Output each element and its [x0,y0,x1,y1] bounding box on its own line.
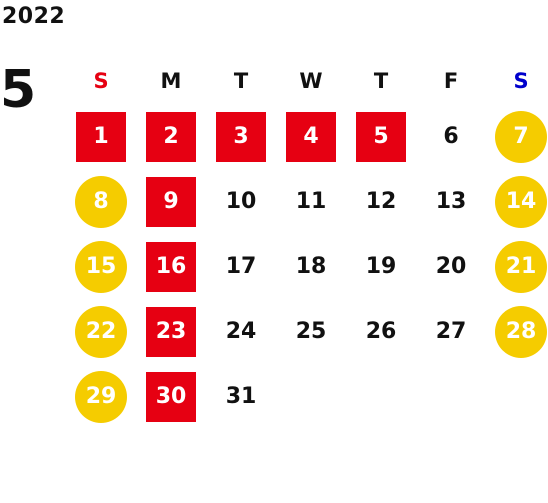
day-number: 17 [225,254,257,279]
day-number: 23 [155,319,187,344]
day-number: 18 [295,254,327,279]
day-number: 5 [373,124,389,149]
day-number: 28 [505,319,537,344]
day-number: 20 [435,254,467,279]
day-number: 7 [513,124,529,149]
day-cell[interactable]: 4 [276,104,346,169]
day-cell[interactable]: 26 [346,299,416,364]
day-cell[interactable]: 12 [346,169,416,234]
day-cell[interactable]: 20 [416,234,486,299]
day-number: 26 [365,319,397,344]
day-cell[interactable]: 2 [136,104,206,169]
day-cell[interactable]: 1 [66,104,136,169]
day-number: 14 [505,189,537,214]
day-cell[interactable]: 21 [486,234,548,299]
day-cell[interactable]: 29 [66,364,136,429]
day-cell[interactable]: 25 [276,299,346,364]
day-number: 8 [93,189,109,214]
day-number: 21 [505,254,537,279]
day-number: 15 [85,254,117,279]
day-number: 24 [225,319,257,344]
day-number: 30 [155,384,187,409]
weekday-header: T [373,69,389,93]
day-cell[interactable]: 10 [206,169,276,234]
day-cell[interactable]: 8 [66,169,136,234]
day-number: 2 [163,124,179,149]
day-cell[interactable]: 31 [206,364,276,429]
weekday-header: S [513,69,529,93]
day-number: 16 [155,254,187,279]
day-cell[interactable]: 22 [66,299,136,364]
day-number: 11 [295,189,327,214]
calendar-year: 2022 [2,4,66,29]
day-cell[interactable]: 16 [136,234,206,299]
weekday-header: W [299,69,323,93]
day-number: 10 [225,189,257,214]
day-cell[interactable]: 17 [206,234,276,299]
day-number: 1 [93,124,109,149]
day-cell[interactable]: 28 [486,299,548,364]
weekday-header: T [233,69,249,93]
day-number: 9 [163,189,179,214]
day-cell[interactable]: 3 [206,104,276,169]
day-cell[interactable]: 18 [276,234,346,299]
day-number: 13 [435,189,467,214]
day-number: 22 [85,319,117,344]
weekday-header: S [93,69,109,93]
day-cell[interactable]: 7 [486,104,548,169]
weekday-header: F [443,69,459,93]
day-cell[interactable]: 5 [346,104,416,169]
day-cell[interactable]: 11 [276,169,346,234]
day-cell[interactable]: 6 [416,104,486,169]
day-cell[interactable]: 27 [416,299,486,364]
calendar-month: 5 [0,60,37,120]
day-cell[interactable]: 23 [136,299,206,364]
day-number: 6 [443,124,459,149]
day-cell[interactable]: 9 [136,169,206,234]
day-number: 3 [233,124,249,149]
day-number: 29 [85,384,117,409]
day-number: 25 [295,319,327,344]
day-cell[interactable]: 13 [416,169,486,234]
day-cell[interactable]: 24 [206,299,276,364]
day-number: 31 [225,384,257,409]
day-number: 27 [435,319,467,344]
day-cell[interactable]: 15 [66,234,136,299]
day-cell[interactable]: 30 [136,364,206,429]
day-cell[interactable]: 19 [346,234,416,299]
day-cell[interactable]: 14 [486,169,548,234]
day-number: 19 [365,254,397,279]
day-number: 12 [365,189,397,214]
day-number: 4 [303,124,319,149]
weekday-header: M [160,69,182,93]
